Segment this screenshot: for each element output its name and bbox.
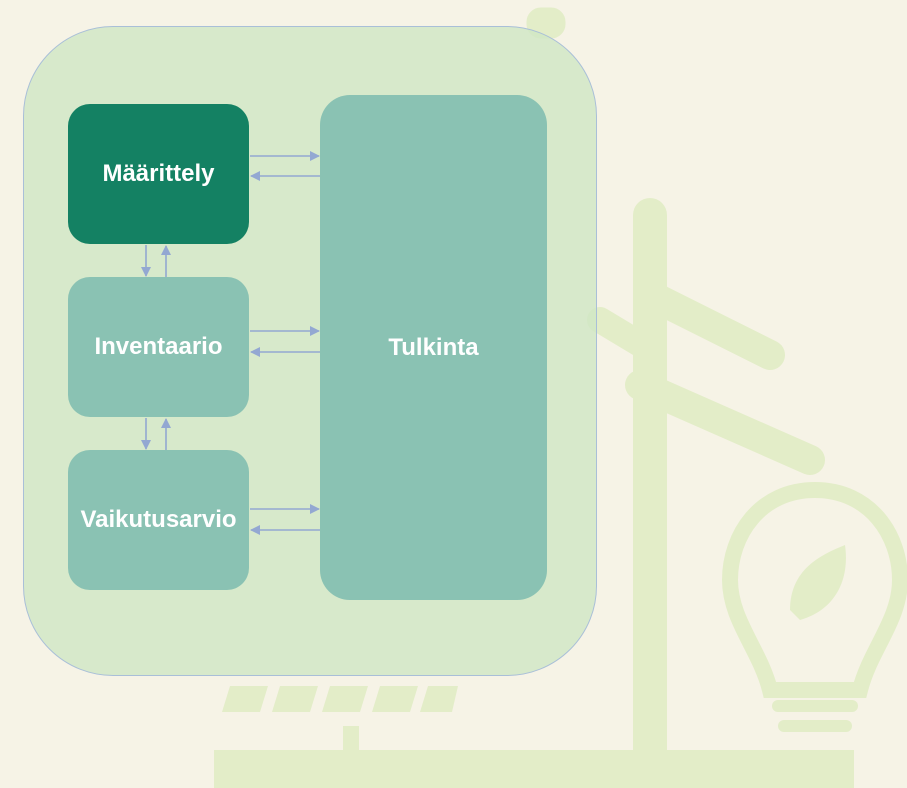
- solar-panel-icon: [214, 686, 854, 788]
- light-bulb-icon: [721, 481, 907, 732]
- interpretation-box[interactable]: Tulkinta: [320, 95, 547, 600]
- impact-assessment-box[interactable]: Vaikutusarvio: [68, 450, 249, 590]
- inventory-box[interactable]: Inventaario: [68, 277, 249, 417]
- wind-turbine-icon: [526, 7, 825, 787]
- definition-box[interactable]: Määrittely: [68, 104, 249, 244]
